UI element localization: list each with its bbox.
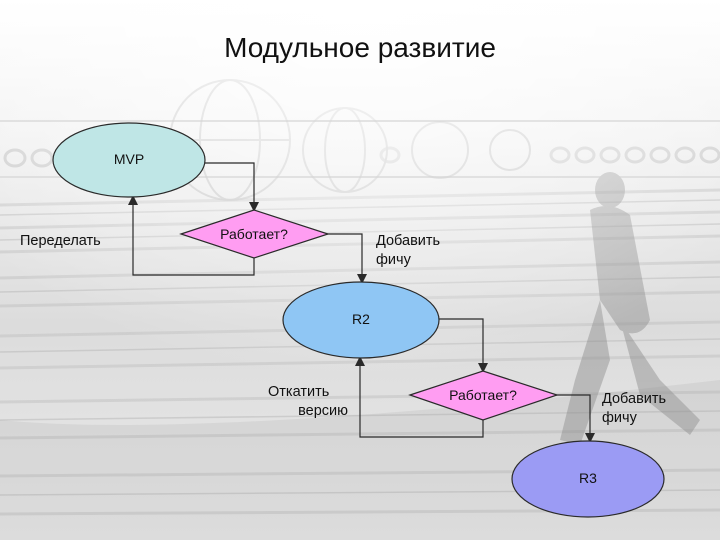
label-add-feature-2-line2: фичу xyxy=(602,410,637,426)
label-add-feature-2: Добавить фичу xyxy=(602,390,666,428)
node-check1 xyxy=(179,209,330,259)
node-check1-label: Работает? xyxy=(220,226,288,242)
label-redo: Переделать xyxy=(20,233,101,249)
edge-mvp-to-check1 xyxy=(205,162,259,212)
node-check2-label: Работает? xyxy=(449,387,517,403)
node-r3-label: R3 xyxy=(579,470,597,486)
label-add-feature-1-line1: Добавить xyxy=(376,233,441,249)
node-r2 xyxy=(282,281,440,359)
label-rollback-line2: версию xyxy=(298,403,348,419)
label-add-feature-1-line2: фичу xyxy=(376,252,411,268)
node-r2-label: R2 xyxy=(352,311,370,327)
label-rollback-line1: Откатить xyxy=(268,384,330,400)
edge-r2-to-check2 xyxy=(438,318,488,373)
node-check2 xyxy=(408,370,559,421)
edge-check2-rollback xyxy=(355,356,484,438)
slide-title: Модульное развитие xyxy=(224,32,496,63)
edge-check1-redo xyxy=(128,195,255,276)
node-mvp xyxy=(52,122,206,198)
node-mvp-label: MVP xyxy=(113,151,145,167)
label-add-feature-2-line1: Добавить xyxy=(602,391,667,407)
label-add-feature-1: Добавить фичу xyxy=(376,232,440,270)
node-r3 xyxy=(511,440,665,518)
label-rollback: Откатить версию xyxy=(268,383,348,421)
